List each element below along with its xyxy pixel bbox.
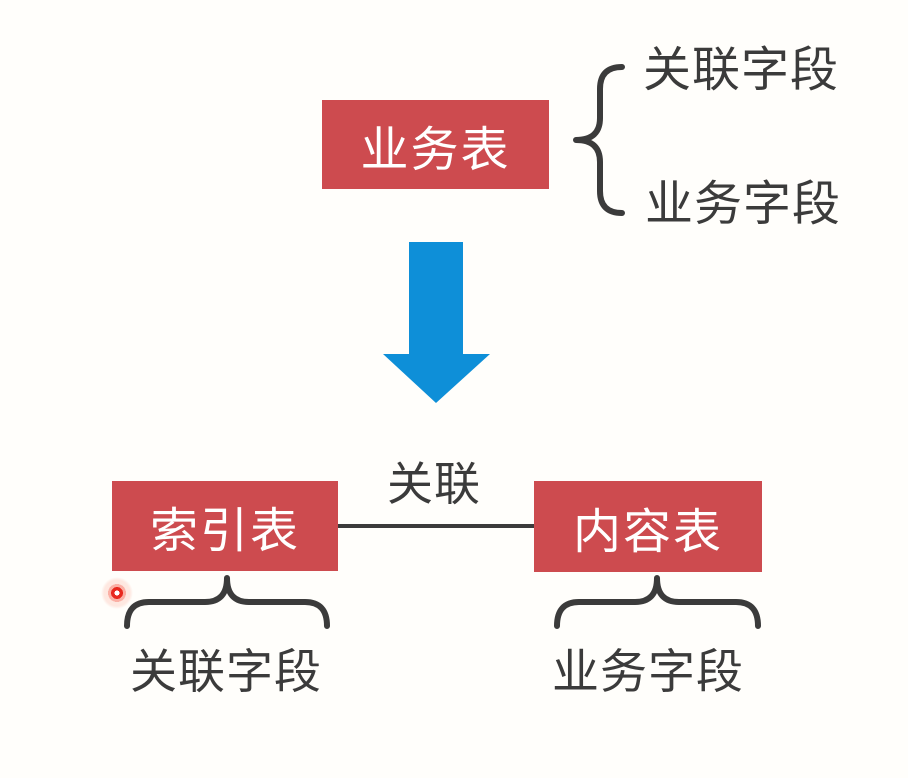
laser-pointer-dot [99, 575, 135, 611]
link-label: 关联 [387, 458, 481, 510]
right-underbrace-icon [554, 575, 761, 629]
business-table-label: 业务表 [360, 123, 511, 177]
content-table-field-label: 业务字段 [552, 645, 744, 698]
top-business-field-label: 业务字段 [645, 178, 842, 231]
down-arrow-icon [383, 242, 490, 403]
index-table-label: 索引表 [149, 505, 300, 558]
index-table-node: 索引表 [112, 481, 338, 571]
business-table-node: 业务表 [322, 100, 549, 189]
right-brace-icon [573, 64, 625, 216]
left-underbrace-icon [124, 575, 330, 629]
link-line [338, 524, 534, 528]
content-table-label: 内容表 [572, 505, 723, 559]
content-table-node: 内容表 [534, 481, 762, 572]
index-table-field-label: 关联字段 [130, 645, 322, 698]
top-link-field-label: 关联字段 [643, 44, 840, 97]
